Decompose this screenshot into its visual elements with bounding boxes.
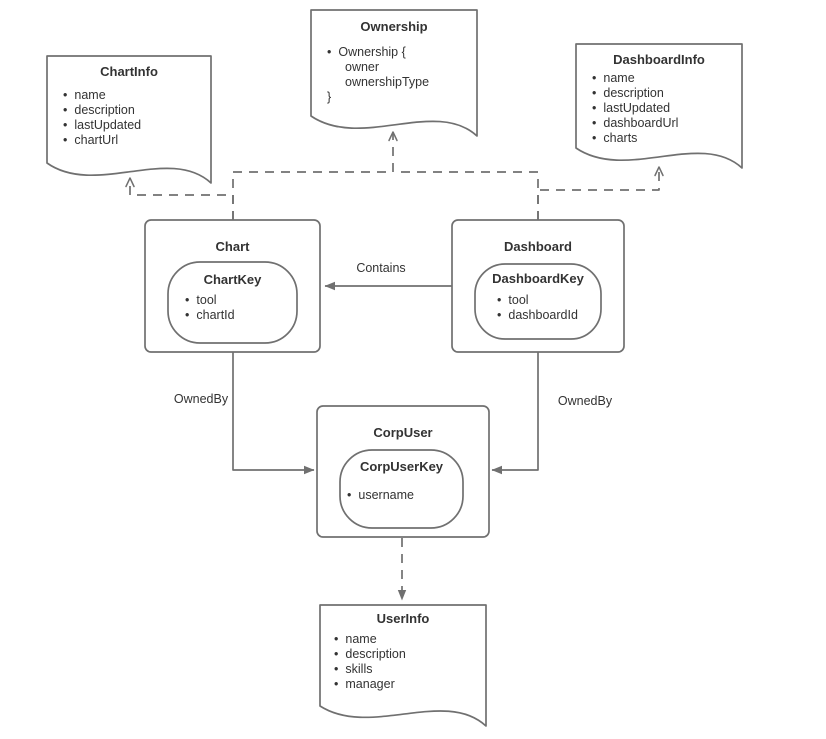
- chartkey-title: ChartKey: [203, 272, 262, 287]
- edge-chart-ownership: [232, 131, 398, 220]
- chartinfo-attr: lastUpdated: [63, 118, 141, 133]
- chartkey-attr: chartId: [185, 308, 234, 323]
- edge-dashboard-dashboardinfo: [537, 166, 664, 220]
- corpuserkey-attrs: username: [347, 488, 414, 503]
- dashboardkey-attrs: tool dashboardId: [497, 293, 578, 323]
- chartinfo-attr: description: [63, 103, 141, 118]
- chartinfo-attr: name: [63, 88, 141, 103]
- ownership-field: ownershipType: [345, 75, 430, 89]
- ownership-struct-close: }: [327, 90, 332, 104]
- ownedby-left-label: OwnedBy: [173, 392, 229, 406]
- userinfo-attr: description: [334, 647, 405, 662]
- dashboardinfo-attr: description: [592, 86, 678, 101]
- edge-chart-chartinfo: [125, 177, 234, 220]
- contains-label: Contains: [356, 261, 406, 275]
- userinfo-attr: skills: [334, 662, 406, 677]
- dashboardinfo-attrs: name description lastUpdated dashboardUr…: [592, 71, 678, 146]
- edge-dashboard-ownership: [396, 171, 539, 220]
- edge-ownedby-chart: [232, 352, 315, 475]
- ownership-title: Ownership: [360, 19, 428, 34]
- corpuserkey-title: CorpUserKey: [359, 459, 444, 474]
- corpuserkey-attr: username: [347, 488, 414, 503]
- dashboardinfo-attr: dashboardUrl: [592, 116, 678, 131]
- dashboardkey-title: DashboardKey: [492, 271, 584, 286]
- dashboardinfo-attr: name: [592, 71, 678, 86]
- chart-title: Chart: [215, 239, 250, 254]
- dashboardkey-attr: tool: [497, 293, 578, 308]
- chartkey-attrs: tool chartId: [185, 293, 235, 323]
- dashboardinfo-attr: charts: [592, 131, 678, 146]
- chartinfo-attr: chartUrl: [63, 133, 141, 148]
- chartinfo-title: ChartInfo: [100, 64, 158, 79]
- dashboardkey-attr: dashboardId: [497, 308, 578, 323]
- dashboard-title: Dashboard: [504, 239, 572, 254]
- ownership-struct-open: Ownership {: [327, 45, 405, 60]
- chartkey-attr: tool: [185, 293, 235, 308]
- dashboardinfo-title: DashboardInfo: [613, 52, 705, 67]
- ownership-shape: [310, 9, 478, 137]
- corpuser-title: CorpUser: [373, 425, 433, 440]
- dashboardinfo-attr: lastUpdated: [592, 101, 678, 116]
- ownedby-right-label: OwnedBy: [557, 394, 613, 408]
- chartinfo-attrs: name description lastUpdated chartUrl: [63, 88, 141, 148]
- userinfo-title: UserInfo: [376, 611, 430, 626]
- edge-ownedby-dashboard: [491, 352, 539, 475]
- userinfo-attr: name: [334, 632, 406, 647]
- userinfo-attrs: name description skills manager: [334, 632, 406, 692]
- userinfo-attr: manager: [334, 677, 406, 692]
- ownership-field: owner: [345, 60, 380, 74]
